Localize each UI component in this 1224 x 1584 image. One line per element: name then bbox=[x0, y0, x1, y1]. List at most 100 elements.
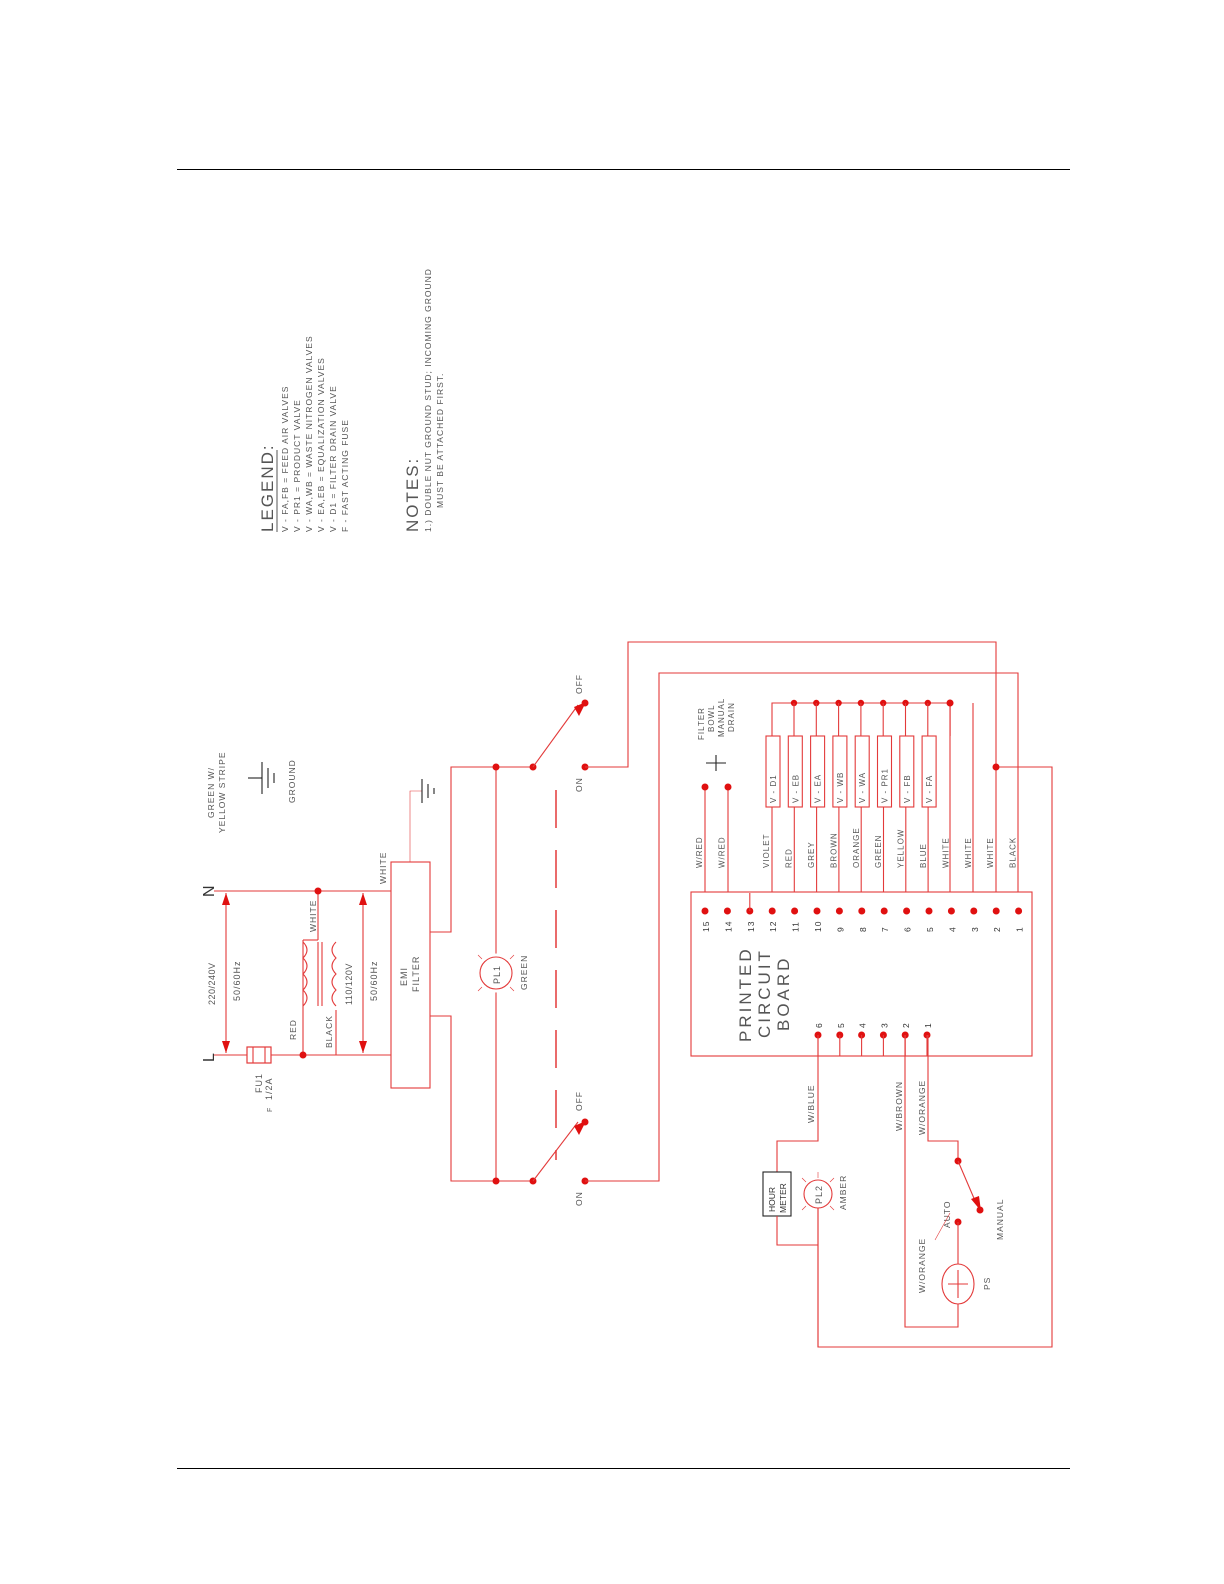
wire-label-9: BROWN bbox=[829, 832, 838, 868]
legend-line-1: V - FA,FB = FEED AIR VALVES bbox=[280, 386, 290, 532]
switch-off-top: OFF bbox=[574, 674, 584, 694]
pcb-terminal-top-6 bbox=[903, 907, 911, 915]
valve-label-3: V - WB bbox=[836, 772, 845, 803]
pcb-terminal-top-8 bbox=[858, 907, 866, 915]
pcb-terminal-top-4 bbox=[947, 907, 955, 915]
tx-frequency: 50/60Hz bbox=[369, 960, 379, 1001]
transformer: WHITE RED BLACK 110/120V 50/60Hz bbox=[288, 887, 379, 1059]
pcb-bottom-number-1: 1 bbox=[923, 1022, 933, 1028]
pcb-terminal-number-10: 10 bbox=[813, 921, 823, 932]
pcb-terminal-number-2: 2 bbox=[992, 926, 1002, 932]
pcb-terminal-number-9: 9 bbox=[835, 926, 845, 932]
wire-label-4: WHITE bbox=[941, 837, 950, 868]
pcb-terminal-number-13: 13 bbox=[746, 921, 756, 932]
fuse-type: F bbox=[267, 1108, 274, 1112]
fuse-rating: 1/2A bbox=[264, 1077, 274, 1100]
ground-label: GROUND bbox=[287, 759, 297, 803]
wire-label-1: BLACK bbox=[1009, 837, 1018, 868]
ps-label: PS bbox=[982, 1277, 992, 1290]
wire-label-7: GREEN bbox=[874, 835, 883, 868]
pcb-terminal-number-5: 5 bbox=[925, 926, 935, 932]
emi-line-2: FILTER bbox=[411, 956, 421, 992]
pcb-bottom-number-5: 5 bbox=[836, 1022, 846, 1028]
pl1-color: GREEN bbox=[519, 955, 529, 990]
tx-voltage: 110/120V bbox=[344, 963, 354, 1005]
w-brown-label: W/BROWN bbox=[894, 1081, 904, 1131]
pcb-terminal-top-3 bbox=[970, 907, 978, 915]
pcb-terminal-top-15 bbox=[701, 907, 709, 915]
legend-line-3: V - WA,WB = WASTE NITROGEN VALVES bbox=[304, 335, 314, 532]
drain-l3: MANUAL bbox=[717, 698, 726, 737]
legend-line-4: V - EA,EB = EQUALIZATION VALVES bbox=[316, 357, 326, 532]
legend-line-2: V - PR1 = PRODUCT VALVE bbox=[292, 399, 302, 532]
fuse-fu1: FU1 1/2A F bbox=[246, 1046, 274, 1112]
top-rule bbox=[177, 169, 1070, 170]
pcb-terminal-top-7 bbox=[880, 907, 888, 915]
emi-filter: EMI FILTER WHITE bbox=[378, 779, 435, 1089]
drain-l4: DRAIN bbox=[727, 702, 736, 732]
ground-wire-label: GREEN W/ bbox=[206, 767, 216, 818]
manual-label: MANUAL bbox=[995, 1199, 1005, 1240]
notes: NOTES: 1.) DOUBLE NUT GROUND STUD; INCOM… bbox=[403, 268, 445, 532]
pcb-terminal-top-5 bbox=[925, 907, 933, 915]
valve-label-1: V - EB bbox=[791, 774, 800, 803]
pcb-terminal-number-15: 15 bbox=[701, 921, 711, 932]
ground-stripe-label: YELLOW STRIPE bbox=[217, 752, 227, 834]
wire-label-11: RED bbox=[785, 848, 794, 868]
pcb-terminal-number-6: 6 bbox=[903, 926, 913, 932]
bottom-rule bbox=[177, 1468, 1070, 1469]
tx-black: BLACK bbox=[324, 1015, 334, 1048]
pcb-l2: CIRCUIT bbox=[755, 948, 774, 1038]
wire-label-5: BLUE bbox=[919, 843, 928, 868]
pcb-terminal-number-1: 1 bbox=[1015, 926, 1025, 932]
legend-line-5: V - D1 = FILTER DRAIN VALVE bbox=[328, 385, 338, 532]
ground-symbol: GREEN W/ YELLOW STRIPE GROUND bbox=[206, 752, 297, 834]
neutral-label: N bbox=[201, 885, 218, 897]
wire-label-14: W/RED bbox=[717, 836, 726, 868]
tx-red: RED bbox=[288, 1019, 298, 1040]
notes-line-1: 1.) DOUBLE NUT GROUND STUD; INCOMING GRO… bbox=[423, 268, 433, 532]
pcb-terminal-top-12 bbox=[768, 907, 776, 915]
wire-label-2: WHITE bbox=[986, 837, 995, 868]
pcb-terminal-top-9 bbox=[835, 907, 843, 915]
legend: LEGEND: V - FA,FB = FEED AIR VALVES V - … bbox=[258, 335, 350, 532]
drain-l1: FILTER bbox=[697, 707, 706, 740]
auto-label: AUTO bbox=[942, 1201, 952, 1228]
amber-label: AMBER bbox=[838, 1175, 848, 1210]
pcb-l1: PRINTED bbox=[736, 946, 755, 1042]
legend-line-6: F - FAST ACTING FUSE bbox=[340, 419, 350, 532]
tx-white: WHITE bbox=[308, 900, 318, 932]
line-label: L bbox=[201, 1053, 218, 1062]
valve-coil-4: V - WA bbox=[854, 699, 887, 911]
valve-coil-6: V - FB bbox=[899, 699, 931, 911]
pcb-bottom-number-6: 6 bbox=[814, 1022, 824, 1028]
pcb-bottom-number-4: 4 bbox=[858, 1022, 868, 1028]
wire-label-10: GREY bbox=[807, 841, 816, 868]
w-orange2-label: W/ORANGE bbox=[917, 1238, 927, 1293]
emi-white: WHITE bbox=[378, 852, 388, 884]
pcb-terminal-number-4: 4 bbox=[947, 926, 957, 932]
drain-l2: BOWL bbox=[707, 704, 716, 732]
valve-label-2: V - EA bbox=[814, 774, 823, 803]
pcb-terminal-top-14 bbox=[723, 907, 731, 915]
pcb-terminal-number-11: 11 bbox=[791, 921, 801, 932]
lower-circuit: W/BLUE HOUR METER PL2 AMBER W/BROWN W/OR… bbox=[762, 1035, 1005, 1347]
pcb-bottom-number-2: 2 bbox=[901, 1022, 911, 1028]
legend-title: LEGEND: bbox=[258, 443, 277, 532]
w-orange-label: W/ORANGE bbox=[917, 1080, 927, 1135]
switch-off-bottom: OFF bbox=[574, 1091, 584, 1111]
supply-frequency: 50/60Hz bbox=[232, 960, 242, 1001]
pcb-terminal-number-8: 8 bbox=[858, 926, 868, 932]
supply-voltage: 220/240V bbox=[207, 962, 217, 1005]
wire-label-8: ORANGE bbox=[852, 827, 861, 868]
wire-label-6: YELLOW bbox=[897, 829, 906, 868]
emi-line-1: EMI bbox=[399, 967, 409, 986]
main-switch: OFF ON OFF ON bbox=[529, 674, 589, 1206]
notes-title: NOTES: bbox=[403, 457, 422, 532]
fuse-label: FU1 bbox=[254, 1073, 264, 1093]
pcb-terminal-top-11 bbox=[791, 907, 799, 915]
pl2-label: PL2 bbox=[814, 1185, 824, 1204]
valve-label-7: V - FA bbox=[925, 775, 934, 803]
